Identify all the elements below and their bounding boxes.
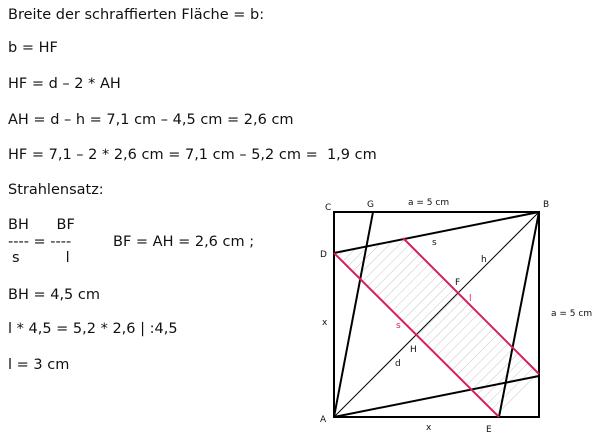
heading-line: Breite der schraffierten Fläche = b: [8, 7, 265, 23]
label-e: E [486, 425, 492, 435]
label-l: l [469, 294, 472, 304]
edge-a-right [333, 375, 540, 418]
equation-bh: BH = 4,5 cm [8, 287, 100, 303]
equation-b: b = HF [8, 40, 58, 56]
red-line-g [402, 237, 540, 375]
label-f: F [455, 278, 460, 288]
square-outline [333, 211, 540, 418]
label-d: D [320, 250, 327, 260]
fraction-bars: ---- = ---- [8, 234, 72, 250]
strahlensatz-heading: Strahlensatz: [8, 182, 104, 198]
edge-d-b [333, 211, 540, 254]
hatched-area [334, 238, 539, 415]
label-x-left: x [322, 318, 328, 328]
label-h-point: H [410, 345, 417, 355]
equation-hf: HF = d – 2 * AH [8, 76, 121, 92]
fraction-numerators: BH BF [8, 217, 75, 233]
label-b: B [543, 200, 549, 210]
label-c: C [325, 203, 331, 213]
fraction-denominators: s l [12, 250, 70, 266]
equation-hf-result: HF = 7,1 – 2 * 2,6 cm = 7,1 cm – 5,2 cm … [8, 147, 377, 163]
edge-a-g [333, 211, 374, 418]
diagonal-d [333, 211, 540, 418]
label-h: h [481, 255, 487, 265]
equation-l-result: l = 3 cm [8, 357, 70, 373]
fraction-note: BF = AH = 2,6 cm ; [113, 234, 255, 250]
label-right-side: a = 5 cm [551, 309, 592, 319]
label-s-top: s [432, 238, 437, 248]
label-a: A [320, 415, 327, 425]
label-d-diagonal: d [395, 359, 401, 369]
label-x-bottom: x [426, 423, 432, 433]
label-g: G [367, 200, 374, 210]
equation-l-calc: l * 4,5 = 5,2 * 2,6 | :4,5 [8, 321, 178, 337]
equation-ah: AH = d – h = 7,1 cm – 4,5 cm = 2,6 cm [8, 112, 294, 128]
label-s-red: s [396, 321, 401, 331]
red-line-d [333, 252, 500, 418]
label-top-side: a = 5 cm [408, 198, 449, 208]
